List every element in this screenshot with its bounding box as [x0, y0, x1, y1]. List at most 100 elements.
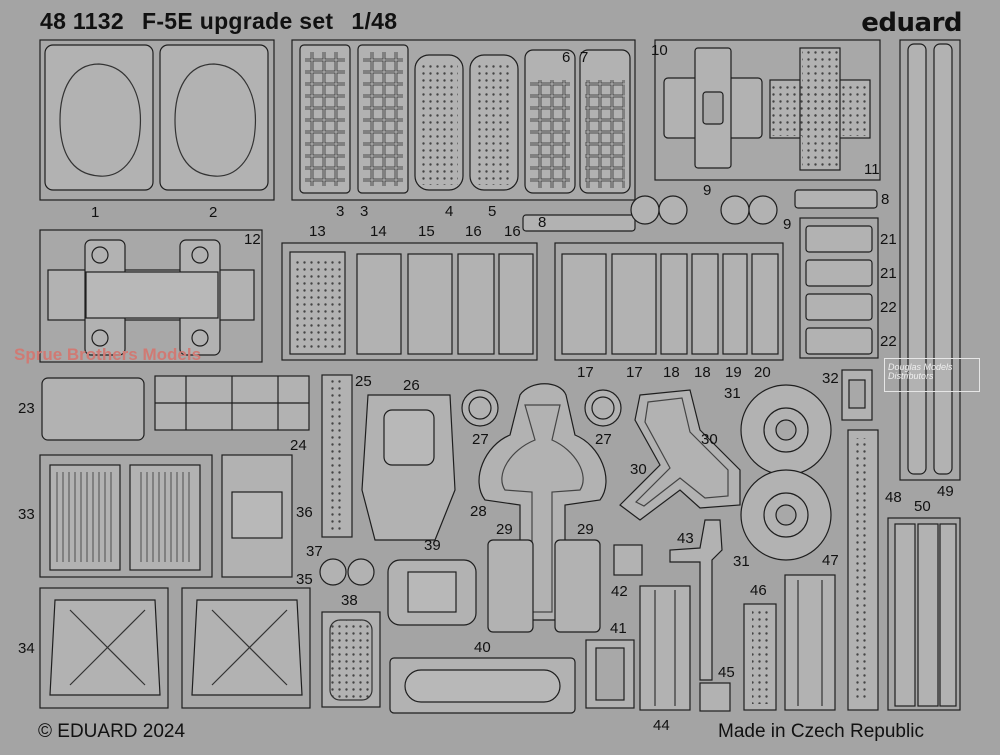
part-22a: [805, 293, 873, 321]
part-number: 2: [209, 204, 218, 221]
part-44: [639, 585, 691, 711]
product-name: F-5E upgrade set: [141, 8, 334, 34]
part-22b: [805, 327, 873, 355]
part-number: 22: [880, 299, 897, 316]
part-28: [478, 383, 607, 621]
part-number: 33: [18, 506, 35, 523]
part-number: 29: [577, 521, 594, 538]
part-number: 21: [880, 231, 897, 248]
part-number: 37: [306, 543, 323, 560]
brand-logo: eduard: [861, 8, 962, 38]
part-21a: [805, 225, 873, 253]
part-34a: [49, 599, 161, 696]
part-number: 47: [822, 552, 839, 569]
part-number: 11: [864, 161, 880, 178]
part-1: [44, 44, 154, 191]
part-number: 30: [630, 461, 647, 478]
part-number: 40: [474, 639, 491, 656]
part-2: [159, 44, 269, 191]
part-23: [41, 377, 145, 441]
part-number: 23: [18, 400, 35, 417]
part-number: 36: [296, 504, 313, 521]
part-number: 45: [718, 664, 735, 681]
part-number: 16: [504, 223, 521, 240]
part-29b: [554, 539, 601, 633]
part-number: 12: [244, 231, 261, 248]
part-number: 4: [445, 203, 454, 220]
part-number: 5: [488, 203, 497, 220]
part-9a: [630, 195, 660, 225]
part-number: 7: [580, 49, 589, 66]
part-number: 50: [914, 498, 931, 515]
part-number: 18: [694, 364, 711, 381]
part-37: [319, 558, 347, 586]
part-number: 29: [496, 521, 513, 538]
part-number: 15: [418, 223, 435, 240]
part-number: 3: [360, 203, 369, 220]
product-title: 48 1132 F-5E upgrade set 1/48: [40, 10, 415, 33]
part-number: 49: [937, 483, 954, 500]
part-18b: [691, 253, 719, 355]
part-number: 38: [341, 592, 358, 609]
part-number: 32: [822, 370, 839, 387]
part-number: 44: [653, 717, 670, 734]
part-18a: [660, 253, 688, 355]
part-number: 8: [538, 214, 547, 231]
part-number: 21: [880, 265, 897, 282]
part-number: 24: [290, 437, 307, 454]
part-number: 17: [626, 364, 643, 381]
part-14: [356, 253, 402, 355]
part-number: 16: [465, 223, 482, 240]
part-50b: [917, 523, 939, 707]
part-50c: [939, 523, 957, 707]
part-17b: [611, 253, 657, 355]
part-number: 42: [611, 583, 628, 600]
watermark-douglas: Douglas Models Distributors: [888, 362, 953, 381]
part-number: 31: [733, 553, 750, 570]
part-49b: [933, 43, 953, 475]
part-number: 9: [783, 216, 792, 233]
part-number: 17: [577, 364, 594, 381]
part-9b: [720, 195, 750, 225]
part-number: 6: [562, 49, 571, 66]
part-number: 31: [724, 385, 741, 402]
part-50a: [894, 523, 916, 707]
part-47: [784, 574, 836, 711]
part-21b: [805, 259, 873, 287]
part-43: [669, 519, 723, 681]
part-number: 30: [701, 431, 718, 448]
part-number: 43: [677, 530, 694, 547]
watermark-sprue-brothers: Sprue Brothers Models: [14, 345, 202, 364]
part-34b: [191, 599, 303, 696]
part-number: 46: [750, 582, 767, 599]
part-number: 35: [296, 571, 313, 588]
part-number: 9: [703, 182, 712, 199]
part-number: 13: [309, 223, 326, 240]
part-16a: [457, 253, 495, 355]
part-number: 25: [355, 373, 372, 390]
part-42: [613, 544, 643, 576]
part-number: 26: [403, 377, 420, 394]
part-number: 20: [754, 364, 771, 381]
part-number: 27: [472, 431, 489, 448]
part-number: 48: [885, 489, 902, 506]
part-15: [407, 253, 453, 355]
part-number: 14: [370, 223, 387, 240]
product-scale: 1/48: [351, 8, 398, 34]
part-16b: [498, 253, 534, 355]
origin-text: Made in Czech Republic: [718, 721, 924, 742]
part-number: 18: [663, 364, 680, 381]
part-27b: [584, 389, 622, 427]
part-49a: [907, 43, 927, 475]
part-number: 34: [18, 640, 35, 657]
part-29a: [487, 539, 534, 633]
part-number: 19: [725, 364, 742, 381]
part-number: 39: [424, 537, 441, 554]
product-code: 48 1132: [40, 8, 124, 34]
part-number: 8: [881, 191, 890, 208]
part-number: 28: [470, 503, 487, 520]
part-27a: [461, 389, 499, 427]
part-number: 27: [595, 431, 612, 448]
